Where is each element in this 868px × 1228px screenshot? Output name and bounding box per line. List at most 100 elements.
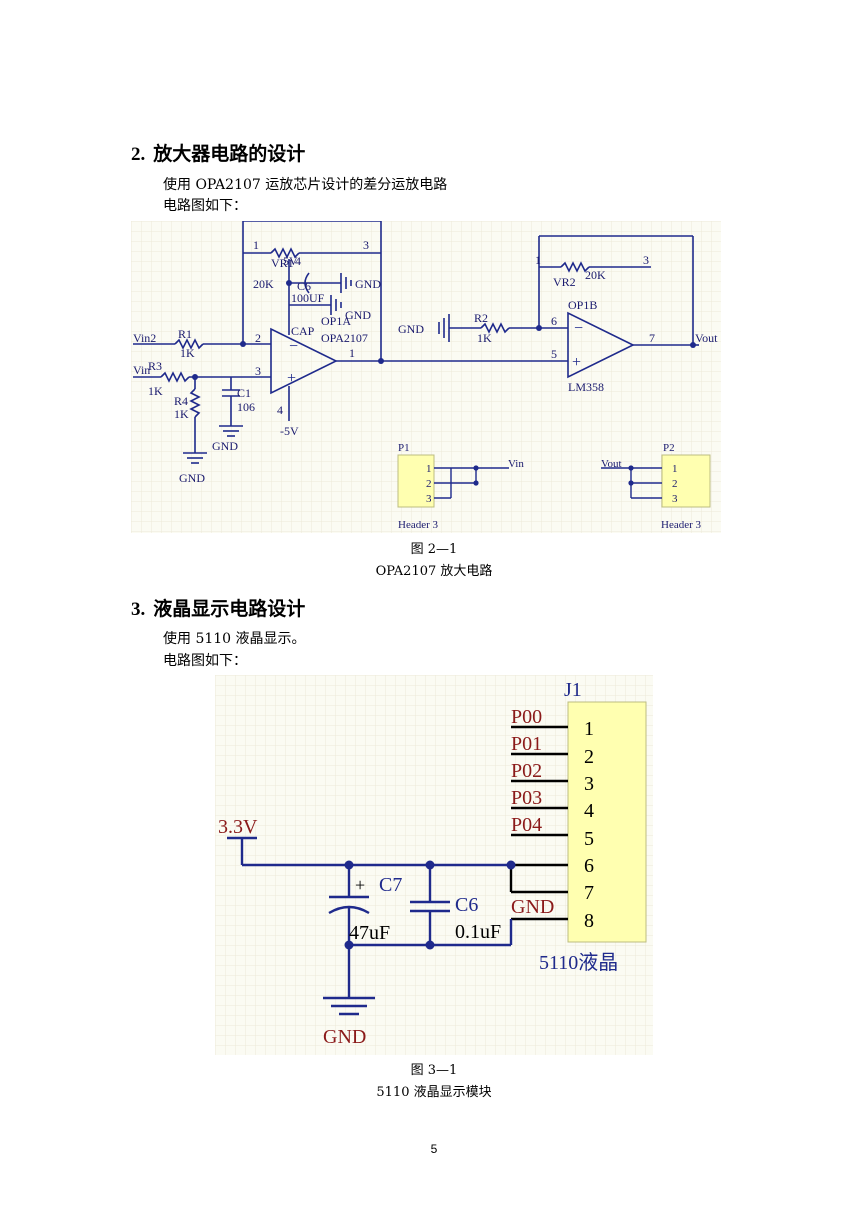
r2-label: R2: [474, 311, 488, 325]
r1-label: R1: [178, 327, 192, 341]
j1-pin-6: 6: [584, 855, 594, 877]
p2-name: Header 3: [661, 519, 702, 531]
p2-pin-1: 1: [672, 463, 678, 475]
c1-label: C1: [237, 386, 251, 400]
c6-value: 100UF: [291, 291, 325, 305]
j1-pin-2: 2: [584, 746, 594, 768]
figure-2-1-label: 图 2—1: [410, 542, 458, 557]
section-2-heading: 2. 放大器电路的设计: [131, 139, 305, 166]
vr2-label: VR2: [553, 275, 576, 289]
op1a-pin-3: 3: [255, 364, 261, 378]
op1b-pin-5: 5: [551, 347, 557, 361]
opamp-minus-sign: −: [289, 338, 298, 355]
op1a-pin-1: 1: [349, 346, 355, 360]
vin-label: Vin: [133, 363, 150, 377]
c1-gnd-label: GND: [212, 439, 238, 453]
header-p2: P2 Vout 1 2 3 Header 3: [601, 442, 711, 531]
c6-cap-label: CAP: [291, 324, 315, 338]
p2-label: P2: [663, 442, 675, 454]
minus-5v-label: -5V: [280, 424, 299, 438]
vr2-pin-1: 1: [535, 253, 541, 267]
p1-label: P1: [398, 442, 410, 454]
op1b-plus-sign: +: [572, 354, 581, 371]
r3-label: R3: [148, 359, 162, 373]
c6-gnd-label: GND: [355, 277, 381, 291]
net-p04: P04: [511, 814, 542, 836]
net-p02: P02: [511, 760, 542, 782]
figure-2-1-caption: OPA2107 放大电路: [375, 564, 493, 579]
vr2-value: 20K: [585, 268, 606, 282]
r4-gnd-label: GND: [179, 471, 205, 485]
j1-module-body: [567, 701, 647, 943]
r4-value: 1K: [174, 407, 189, 421]
p1-vin-label: Vin: [508, 458, 524, 470]
opa-gnd-label: GND: [345, 308, 371, 322]
op1a-label: OP1A: [321, 314, 351, 328]
j1-pin-7: 7: [584, 882, 594, 904]
p1-pin-2: 2: [426, 478, 432, 490]
section-3-line-1: 使用 5110 液晶显示。: [163, 631, 306, 647]
amplifier-schematic: − + − + Vin2 R1 1K Vin R3 1K R4 1K C1 10…: [131, 221, 721, 533]
vr1-value: 20K: [253, 277, 274, 291]
op1a-pin-4: 4: [277, 403, 283, 417]
header-p1: P1 Vin 1 2 3 Header 3: [397, 442, 524, 531]
op1a-pin-2: 2: [255, 331, 261, 345]
p2-pin-2: 2: [672, 478, 678, 490]
vr1-pin-1: 1: [253, 238, 259, 252]
section-2-title: 放大器电路的设计: [153, 143, 306, 165]
p2-vout-label: Vout: [601, 458, 622, 470]
r3-value: 1K: [148, 384, 163, 398]
net-3v3: 3.3V: [218, 816, 258, 838]
p1-pin-1: 1: [426, 463, 432, 475]
c6-value: 0.1uF: [455, 921, 501, 943]
figure-3-1-caption: 5110 液晶显示模块: [376, 1085, 492, 1100]
lcd-power-wires: [227, 836, 513, 1016]
amplifier-wires: [133, 221, 699, 464]
j1-pin-5: 5: [584, 828, 594, 850]
plus-5v-label: 5V: [283, 254, 298, 268]
section-3-number: 3.: [131, 599, 146, 620]
j1-pin-8: 8: [584, 910, 594, 932]
r4-label: R4: [174, 394, 188, 408]
section-3-heading: 3. 液晶显示电路设计: [131, 594, 305, 621]
section-2-line-1: 使用 OPA2107 运放芯片设计的差分运放电路: [163, 177, 448, 193]
j1-pin-4: 4: [584, 800, 594, 822]
vr1-label: VR1: [271, 256, 294, 270]
op1b-pin-6: 6: [551, 314, 557, 328]
p1-pin-3: 3: [426, 493, 432, 505]
op1a-part: OPA2107: [321, 331, 368, 345]
module-name: 5110液晶: [539, 951, 618, 974]
section-2-number: 2.: [131, 144, 146, 165]
r2-gnd-label: GND: [398, 322, 424, 336]
c6-label: C6: [297, 279, 311, 293]
j1-pin-1: 1: [584, 718, 594, 740]
r2-value: 1K: [477, 331, 492, 345]
section-3-title: 液晶显示电路设计: [153, 598, 306, 620]
lcd-junctions: [344, 860, 516, 950]
op1b-label: OP1B: [568, 298, 597, 312]
figure-3-1-label: 图 3—1: [410, 1063, 458, 1078]
c7-label: C7: [379, 874, 402, 896]
net-gnd-pin: GND: [511, 896, 554, 918]
op1b-part: LM358: [568, 380, 604, 394]
p2-pin-3: 3: [672, 493, 678, 505]
c6-label: C6: [455, 894, 478, 916]
vr1-wiper-pin: 4: [295, 254, 301, 268]
op1b-pin-7: 7: [649, 331, 655, 345]
j1-label: J1: [564, 679, 582, 701]
net-p03: P03: [511, 787, 542, 809]
c1-value: 106: [237, 400, 255, 414]
vin2-label: Vin2: [133, 331, 156, 345]
lcd-schematic: J1 P00 P01 P02 P03 P04 GND 3.3V GND 1 2 …: [215, 675, 653, 1055]
r1-value: 1K: [180, 346, 195, 360]
c7-value: 47uF: [349, 922, 390, 944]
j1-pin-3: 3: [584, 773, 594, 795]
opamp-plus-sign: +: [287, 370, 296, 387]
amplifier-junctions: [192, 280, 696, 380]
p1-name: Header 3: [398, 519, 439, 531]
section-3-line-2: 电路图如下：: [163, 653, 247, 669]
vr2-pin-3: 3: [643, 253, 649, 267]
page-number: 5: [430, 1142, 438, 1156]
c7-plus-sign: +: [355, 875, 365, 895]
